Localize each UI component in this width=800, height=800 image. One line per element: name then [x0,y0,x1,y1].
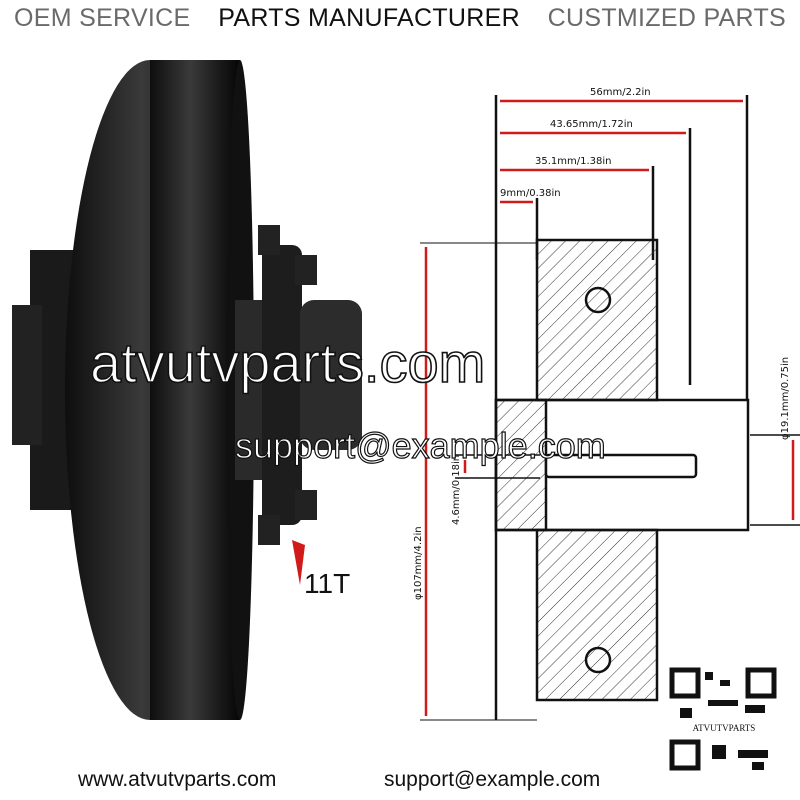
banner-parts-manufacturer: PARTS MANUFACTURER [218,4,520,32]
dim-keyway: 4.6mm/0.18in [451,455,462,525]
footer-email: support@example.com [384,768,601,791]
dimension-drawing [420,95,800,721]
dimension-arrows [424,99,795,716]
teeth-label: 11T [304,568,351,599]
clutch-drum-photo [12,60,362,720]
dim-drum-diameter: φ107mm/4.2in [413,526,424,600]
dim-bore: φ19.1mm/0.75in [780,357,791,440]
dim-sprocket-width: 43.65mm/1.72in [550,119,633,130]
banner: OEM SERVICE PARTS MANUFACTURER CUSTMIZED… [0,4,800,33]
dim-drum-width: 35.1mm/1.38in [535,156,612,167]
banner-oem-service: OEM SERVICE [14,4,191,32]
watermark-email: support@example.com [234,424,606,466]
dim-hub-offset: 9mm/0.38in [500,188,561,199]
watermark-site: atvutvparts.com [89,330,486,395]
banner-customized-parts: CUSTMIZED PARTS [547,4,786,32]
dim-overall-width: 56mm/2.2in [590,87,651,98]
footer-website: www.atvutvparts.com [78,768,277,791]
qr-label: ATVUTVPARTS [676,723,772,733]
sprocket [258,225,362,545]
qr-code [669,667,778,772]
